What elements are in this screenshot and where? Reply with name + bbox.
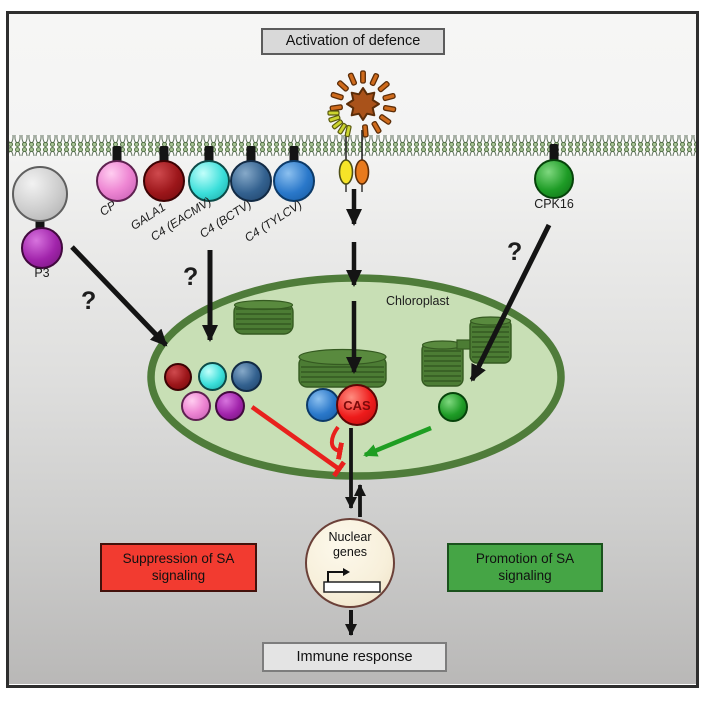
signal-arrows: [70, 189, 552, 636]
inhibition-hook-cas: [329, 425, 344, 460]
protein-c4-bctv: [230, 160, 272, 202]
promotion-sa-box: Promotion of SA signaling: [447, 543, 603, 592]
receptor-icons: [338, 159, 370, 192]
protein-gala1: [143, 160, 185, 202]
membrane-anchor-stubs: [35, 144, 559, 232]
receptor-orange-icon: [354, 159, 370, 185]
immune-response-box: Immune response: [262, 642, 447, 672]
gene-promoter-icon: [323, 568, 381, 593]
cell-membrane: [9, 135, 696, 156]
protein-c4-tylcv: [273, 160, 315, 202]
nucleus-label-line2: genes: [332, 545, 368, 559]
arrow-cpk16-to-chloroplast: [469, 223, 552, 382]
arrow-p3-to-chloroplast: [70, 245, 168, 347]
protein-cp: [96, 160, 138, 202]
membrane-protein-gray: [12, 166, 68, 222]
label-chloroplast: Chloroplast: [386, 294, 450, 308]
virus-tail-spikes: [327, 110, 352, 138]
question-mark-p3: ?: [81, 287, 97, 315]
label-cpk16: CPK16: [534, 197, 574, 211]
protein-cpk16: [534, 159, 574, 199]
grana-stack-middle: [298, 348, 387, 388]
receptor-yellow-icon: [338, 159, 354, 185]
suppression-line1: Suppression of SA: [122, 550, 235, 566]
promotion-arrow-cpk16: [363, 425, 432, 458]
suppression-sa-box: Suppression of SA signaling: [100, 543, 257, 592]
cas-label: CAS: [343, 397, 371, 413]
label-p3: P3: [34, 266, 50, 280]
cluster-protein-gala1: [164, 363, 192, 391]
nuclear-genes-circle: Nuclear genes: [305, 518, 395, 608]
inhibition-arrow-viral-cluster: [250, 405, 346, 478]
grana-stack-top-left: [233, 299, 294, 335]
activation-label: Activation of defence: [285, 33, 421, 50]
nucleus-label-line1: Nuclear: [328, 530, 372, 544]
cluster-protein-c4-bctv: [231, 361, 262, 392]
cluster-protein-cp: [181, 391, 211, 421]
virus-icon: [327, 70, 397, 161]
activation-of-defence-box: Activation of defence: [261, 28, 445, 55]
suppression-line2: signaling: [151, 567, 206, 583]
question-mark-c4: ?: [183, 263, 199, 291]
protein-c4-eacmv: [188, 160, 230, 202]
promotion-line1: Promotion of SA: [475, 550, 575, 566]
promotion-line2: signaling: [498, 567, 552, 583]
cluster-protein-c4-eacmv: [198, 362, 227, 391]
grana-stack-right-left: [421, 340, 464, 387]
cpk16-in-chloroplast: [438, 392, 468, 422]
cluster-protein-p3: [215, 391, 245, 421]
cas-partner-protein: [306, 388, 340, 422]
cas-protein: CAS: [336, 384, 378, 426]
question-mark-cpk16: ?: [507, 238, 523, 266]
protein-p3: [21, 227, 63, 269]
immune-label: Immune response: [296, 648, 413, 665]
